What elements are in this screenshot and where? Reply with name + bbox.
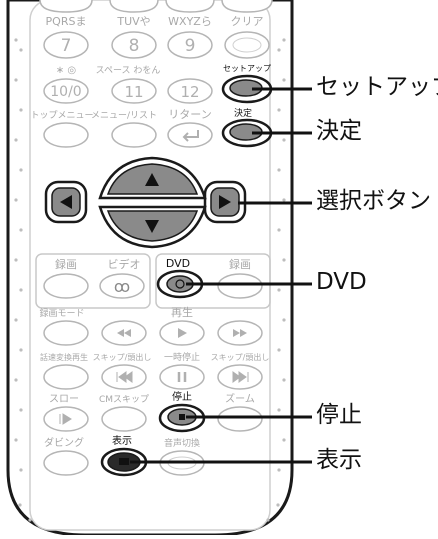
label-dvd: DVD xyxy=(166,257,190,270)
key-clear[interactable] xyxy=(224,31,270,59)
label-audio: 音声切換 xyxy=(164,437,200,449)
right-arrow-button[interactable] xyxy=(203,180,247,224)
right-triangle-icon xyxy=(219,195,231,209)
key-12[interactable]: 12 xyxy=(167,78,213,104)
slow-icon xyxy=(59,413,72,425)
label-zoom: ズーム xyxy=(225,392,255,405)
skip-back-icon xyxy=(116,371,133,383)
label-video: ビデオ xyxy=(108,257,141,271)
record-button-2[interactable] xyxy=(217,273,263,299)
record-group-frame-left xyxy=(35,253,151,309)
label-wxyz: WXYZら xyxy=(168,15,212,28)
label-dubbing: ダビング xyxy=(44,436,84,449)
skip-back-button[interactable] xyxy=(101,364,147,390)
label-display: 表示 xyxy=(112,434,132,447)
rec-mode-button[interactable] xyxy=(43,320,89,346)
label-topmenu: トップメニュー xyxy=(30,110,93,121)
label-menulist: メニュー/リスト xyxy=(91,111,157,121)
key-10-0-label: 10/0 xyxy=(50,84,81,100)
label-pqrs: PQRSま xyxy=(46,15,87,28)
record-group-frame-right xyxy=(155,253,271,309)
record-button[interactable] xyxy=(43,273,89,299)
vhs-icon: ꝏ xyxy=(114,277,130,296)
side-grip-dots xyxy=(14,38,286,522)
stop-square-icon xyxy=(179,414,185,420)
disc-icon xyxy=(175,279,185,289)
label-space: スペース わをん xyxy=(96,65,161,76)
setup-button[interactable] xyxy=(221,74,273,104)
label-play: 再生 xyxy=(171,305,193,319)
label-slow: スロー xyxy=(49,394,79,405)
label-return: リターン xyxy=(168,108,211,121)
callout-stop: 停止 xyxy=(316,402,362,428)
rewind-icon xyxy=(117,329,131,337)
up-arrow-button[interactable] xyxy=(98,156,207,200)
key-11-label: 11 xyxy=(124,83,143,101)
label-tuv: TUVや xyxy=(116,15,150,28)
leader-lines xyxy=(130,87,312,464)
label-skip-fwd: スキップ/頭出し xyxy=(211,352,270,362)
zoom-button[interactable] xyxy=(217,406,263,432)
key-11[interactable]: 11 xyxy=(111,78,157,104)
skip-forward-button[interactable] xyxy=(217,364,263,390)
fast-forward-button[interactable] xyxy=(217,320,263,346)
label-stop: 停止 xyxy=(172,390,192,403)
top-menu-button[interactable] xyxy=(43,122,89,148)
label-setup: セットアップ xyxy=(223,64,271,73)
key-7[interactable]: 7 xyxy=(43,31,89,59)
down-arrow-button[interactable] xyxy=(98,205,207,249)
video-button[interactable]: ꝏ xyxy=(99,273,145,299)
rewind-button[interactable] xyxy=(101,320,147,346)
pause-button[interactable] xyxy=(159,364,205,390)
label-clear: クリア xyxy=(231,15,264,28)
callout-display: 表示 xyxy=(316,447,362,473)
label-pause: 一時停止 xyxy=(164,351,200,363)
key-9[interactable]: 9 xyxy=(167,31,213,59)
left-arrow-button[interactable] xyxy=(44,180,88,224)
skip-forward-icon xyxy=(232,371,249,383)
label-skip-back: スキップ/頭出し xyxy=(93,352,152,362)
return-button[interactable] xyxy=(167,122,213,148)
left-triangle-icon xyxy=(60,195,72,209)
key-8-label: 8 xyxy=(129,36,140,56)
slow-button[interactable] xyxy=(43,406,89,432)
callout-setup: セットアップ xyxy=(316,74,438,100)
key-8[interactable]: 8 xyxy=(111,31,157,59)
pause-icon xyxy=(177,372,187,382)
callout-enter: 決定 xyxy=(316,118,362,144)
dubbing-button[interactable] xyxy=(43,450,89,476)
label-symbol: ∗ ◎ xyxy=(56,65,76,76)
top-partial-keys xyxy=(39,0,273,13)
label-speedplay: 話速変換再生 xyxy=(40,352,88,362)
key-9-label: 9 xyxy=(185,36,196,56)
dvd-button[interactable] xyxy=(156,269,204,299)
key-12-label: 12 xyxy=(180,83,199,101)
up-triangle-icon xyxy=(145,173,159,186)
key-7-label: 7 xyxy=(61,36,72,56)
callout-dvd: DVD xyxy=(316,269,367,295)
menu-list-button[interactable] xyxy=(111,122,157,148)
label-cmskip: CMスキップ xyxy=(99,394,149,405)
key-10-0[interactable]: 10/0 xyxy=(43,78,89,104)
callout-select: 選択ボタン xyxy=(316,188,431,214)
display-button[interactable] xyxy=(100,447,148,477)
cm-skip-button[interactable] xyxy=(101,406,147,432)
label-record: 録画 xyxy=(55,257,77,271)
label-recmode: 録画モード xyxy=(39,307,84,319)
return-arrow-icon xyxy=(182,130,199,142)
play-icon xyxy=(178,328,187,338)
enter-button[interactable] xyxy=(221,118,273,148)
speed-play-button[interactable] xyxy=(43,364,89,390)
down-triangle-icon xyxy=(145,220,159,233)
fast-forward-icon xyxy=(233,329,247,337)
label-enter: 決定 xyxy=(234,107,252,119)
label-record2: 録画 xyxy=(229,257,251,271)
play-button[interactable] xyxy=(159,320,205,346)
